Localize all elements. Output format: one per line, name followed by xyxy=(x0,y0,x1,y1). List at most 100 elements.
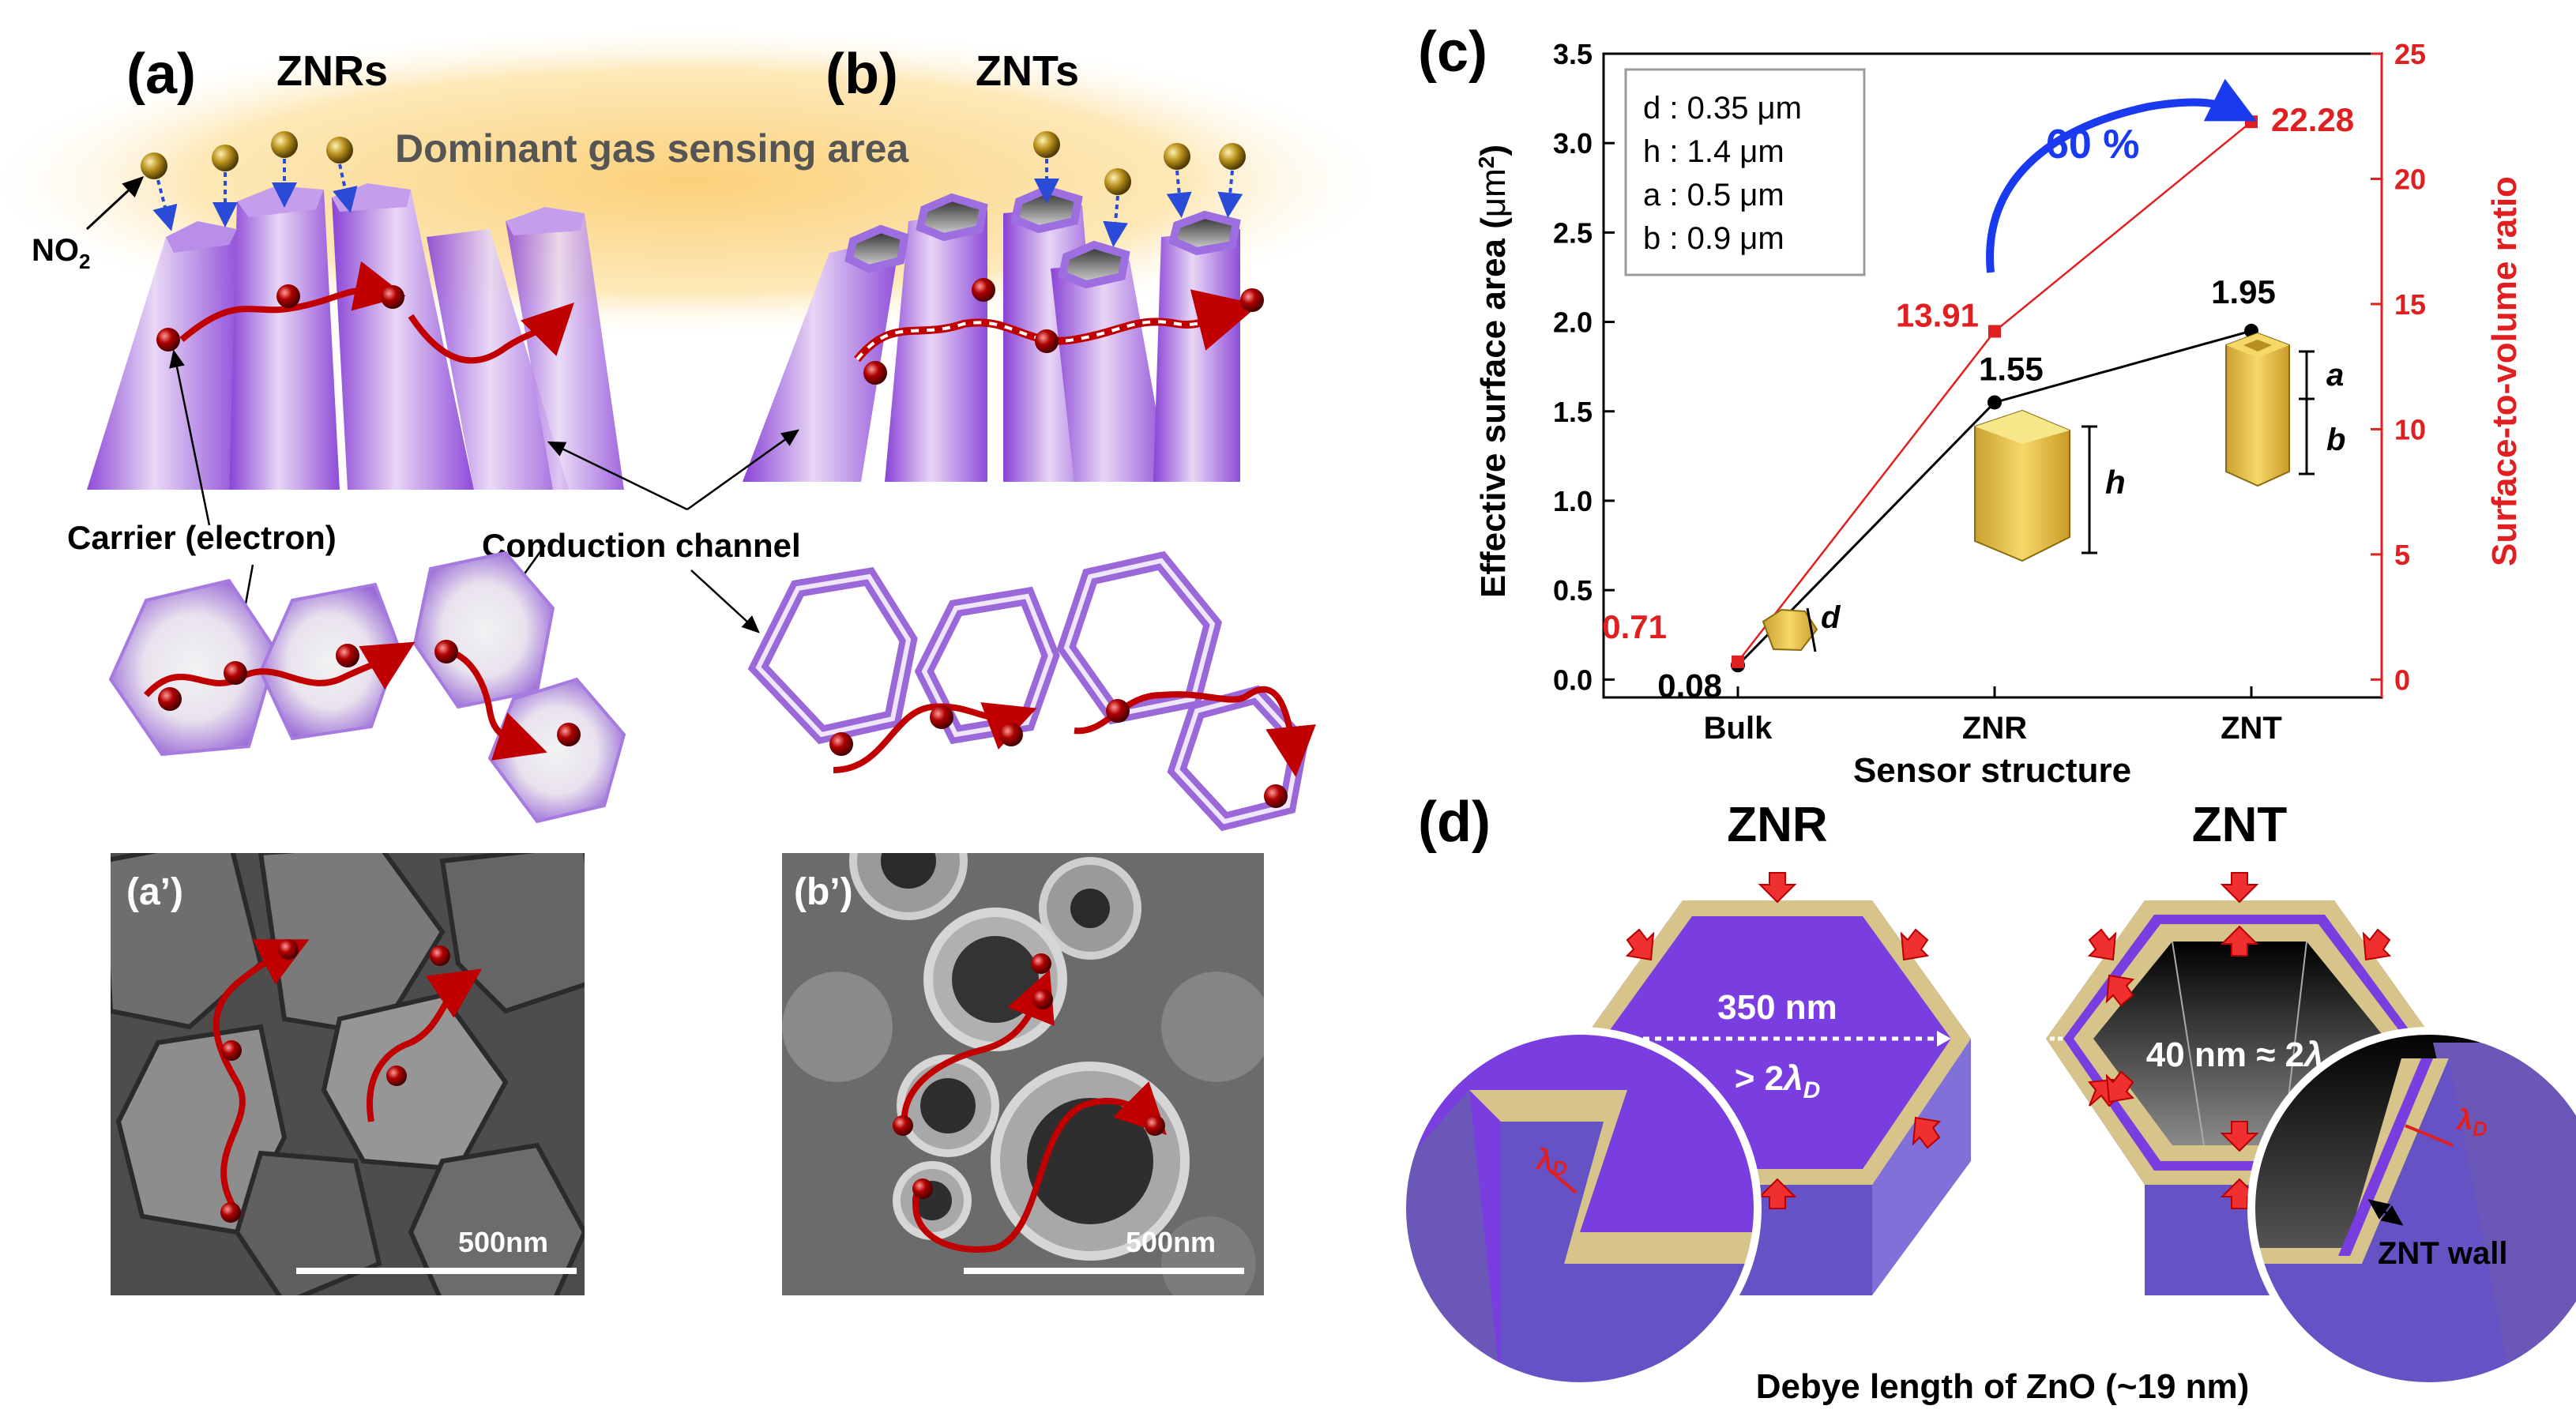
dim-label-d: d xyxy=(1821,600,1841,635)
left-tick-label: 0.5 xyxy=(1553,574,1593,607)
electron xyxy=(156,328,180,351)
no2-molecule xyxy=(141,152,167,179)
arrow-icon xyxy=(2105,974,2135,1007)
nanotube xyxy=(1153,229,1240,482)
x-tick-label: ZNT xyxy=(2221,711,2282,746)
znr-width-label: 350 nm xyxy=(1717,988,1837,1027)
channel-pointer xyxy=(686,429,800,511)
x-tick-label: ZNR xyxy=(1962,711,2027,746)
increase-arrow xyxy=(1986,78,2257,273)
electron xyxy=(972,278,995,302)
nanotube xyxy=(1051,261,1169,482)
nanorod xyxy=(87,229,237,490)
data-label: 22.28 xyxy=(2271,101,2354,138)
scale-label-a: 500nm xyxy=(458,1226,548,1258)
electron xyxy=(557,723,581,746)
y-axis-left-label: Effective surface area (μm2) xyxy=(1474,145,1513,598)
scale-bar-a xyxy=(296,1268,577,1274)
left-tick-label: 3.0 xyxy=(1553,127,1593,160)
data-label: 0.71 xyxy=(1602,608,1667,645)
hexagon-section xyxy=(108,578,279,757)
legend-entry-h: h : 1.4 μm xyxy=(1643,134,1784,169)
adsorption-arrow xyxy=(333,164,358,213)
panel-label-b: (b) xyxy=(825,43,898,106)
channel-pointer xyxy=(690,569,760,633)
electron xyxy=(863,361,887,385)
data-point xyxy=(2245,115,2258,129)
electron xyxy=(276,284,300,308)
nanotube xyxy=(885,209,987,482)
znr-condition-label: > 2λD xyxy=(1735,1059,1821,1103)
electron xyxy=(930,705,953,729)
znr-inset: h xyxy=(1974,409,2126,562)
carrier-pointer xyxy=(169,349,211,526)
electron xyxy=(336,644,359,667)
adsorption-arrow xyxy=(152,179,178,231)
electron xyxy=(1240,288,1264,312)
right-tick-label: 20 xyxy=(2394,163,2426,195)
nanorod-top xyxy=(506,207,585,235)
znr-title: ZNR xyxy=(1727,798,1827,852)
left-tick-label: 2.5 xyxy=(1553,216,1593,249)
arrow-icon xyxy=(2220,872,2259,904)
znt-title: ZNT xyxy=(2192,798,2288,852)
panel-d-caption: Debye length of ZnO (~19 nm) xyxy=(1756,1367,2250,1406)
left-tick-label: 1.5 xyxy=(1553,396,1593,428)
data-point xyxy=(1987,395,2002,410)
electron xyxy=(386,1066,407,1086)
panel-a-title: ZNRs xyxy=(276,47,388,95)
electrons-top xyxy=(156,278,1264,385)
panel-b-title: ZNTs xyxy=(976,47,1079,95)
arrow-icon xyxy=(2220,1178,2259,1209)
carrier-path xyxy=(912,1081,1167,1253)
legend-entry-b: b : 0.9 μm xyxy=(1643,221,1784,256)
electron xyxy=(893,1115,913,1136)
scale-label-b: 500nm xyxy=(1126,1226,1216,1258)
znt-width-label: 40 nm ≈ 2λD xyxy=(2146,1036,2341,1080)
panel-label-b-prime: (b’) xyxy=(794,871,853,913)
no2-molecule xyxy=(1033,131,1060,158)
nanotube-opening xyxy=(844,224,909,273)
carrier-path xyxy=(901,969,1055,1126)
nanotube-opening xyxy=(916,193,988,242)
data-label: 0.08 xyxy=(1657,667,1722,704)
znr-cross-sections xyxy=(108,551,626,824)
channel-pointer xyxy=(547,441,688,511)
arrow-icon xyxy=(1912,1116,1942,1149)
electron xyxy=(1035,329,1059,353)
left-tick-label: 2.0 xyxy=(1553,306,1593,339)
panel-label-d: (d) xyxy=(1418,791,1491,854)
panel-label-a-prime: (a’) xyxy=(126,871,183,913)
left-tick-label: 0.0 xyxy=(1553,663,1593,696)
arrow-icon xyxy=(2362,928,2392,961)
dim-label-a: a xyxy=(2326,358,2344,393)
znt-cross-sections xyxy=(747,551,1309,832)
electron xyxy=(829,732,853,756)
y-axis-right-label: Surface-to-volume ratio xyxy=(2485,176,2524,566)
nanorod-top xyxy=(166,221,237,253)
debye-length-label: λD xyxy=(1535,1143,1567,1180)
dim-label-b: b xyxy=(2326,423,2345,457)
panel-label-a: (a) xyxy=(126,43,196,106)
nanotube-opening xyxy=(1168,210,1241,256)
znt-inset: a b xyxy=(2225,332,2345,487)
arrow-icon xyxy=(1900,928,1930,961)
znr-zoom-circle: λD xyxy=(1398,1027,1762,1390)
carrier-path xyxy=(179,261,406,343)
electron xyxy=(278,939,299,960)
electron xyxy=(224,661,247,685)
carrier-path xyxy=(449,648,547,761)
legend-entry-a: a : 0.5 μm xyxy=(1643,178,1784,212)
no2-pointer xyxy=(85,175,145,231)
hollow-hexagon xyxy=(755,573,912,738)
right-tick-label: 0 xyxy=(2394,663,2410,696)
electron xyxy=(158,687,182,711)
nanotube-opening xyxy=(1058,240,1130,289)
right-tick-label: 10 xyxy=(2394,413,2426,445)
carrier-label: Carrier (electron) xyxy=(67,519,337,556)
data-label: 1.95 xyxy=(2211,273,2276,310)
electron xyxy=(912,1178,933,1199)
nanotube xyxy=(743,237,901,482)
